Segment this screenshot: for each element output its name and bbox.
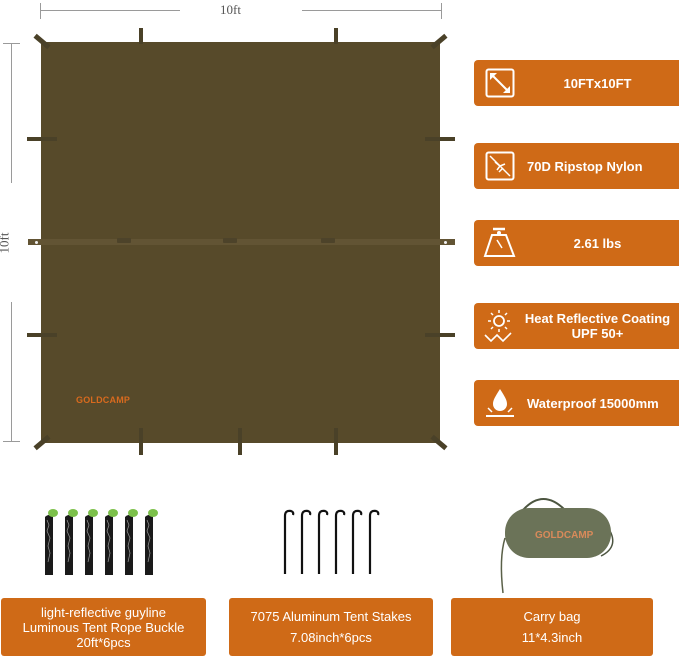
grommet	[444, 241, 447, 244]
bag-logo: GOLDCAMP	[535, 530, 594, 541]
accessory-line2: 11*4.3inch	[521, 630, 583, 645]
height-tick-top	[3, 43, 20, 44]
resize-diagonal-icon	[483, 66, 517, 100]
accessory-line3: 20ft*6pcs	[76, 634, 131, 650]
width-label: 10ft	[220, 2, 241, 17]
tie-out-tab	[238, 428, 242, 455]
tie-out-tab	[139, 428, 143, 455]
accessory-line2: Luminous Tent Rope Buckle	[22, 619, 185, 635]
water-drop-icon	[483, 386, 517, 420]
accessory-line1: light-reflective guyline	[40, 604, 166, 620]
feature-label: 10FTx10FT	[563, 75, 632, 91]
tie-out-tab	[139, 28, 143, 44]
tie-out-tab	[334, 28, 338, 44]
weight-scale-icon	[483, 226, 517, 260]
feature-label-line2: UPF 50+	[571, 326, 624, 341]
feature-coating: Heat Reflective Coating UPF 50+	[474, 303, 679, 349]
tent-stakes-image	[280, 508, 380, 578]
height-label: 10ft	[0, 232, 12, 254]
tie-out-tab	[334, 428, 338, 455]
height-dimension-line-bottom	[11, 302, 12, 442]
width-dimension-line-left	[40, 10, 180, 11]
accessory-label-guyline: light-reflective guyline Luminous Tent R…	[1, 598, 206, 656]
height-tick-bottom	[3, 441, 20, 442]
grommet	[35, 241, 38, 244]
carry-bag-image: GOLDCAMP	[495, 490, 625, 595]
accessory-label-stakes: 7075 Aluminum Tent Stakes 7.08inch*6pcs	[229, 598, 433, 656]
feature-material: 70D Ripstop Nylon	[474, 143, 679, 189]
tie-out-tab	[425, 333, 455, 337]
tie-out-tab	[27, 333, 57, 337]
ripstop-fabric-icon	[483, 149, 517, 183]
feature-waterproof: Waterproof 15000mm	[474, 380, 679, 426]
center-seam	[28, 239, 455, 245]
feature-label: Waterproof 15000mm	[527, 395, 659, 411]
feature-label: 70D Ripstop Nylon	[527, 158, 643, 174]
feature-size: 10FTx10FT	[474, 60, 679, 106]
guyline-ropes-image	[40, 505, 170, 585]
accessory-line1: Carry bag	[523, 609, 581, 624]
tie-out-tab	[27, 137, 57, 141]
width-dimension-line-right	[302, 10, 442, 11]
seam-buckle	[117, 238, 131, 243]
accessory-line2: 7.08inch*6pcs	[290, 630, 372, 645]
accessory-line1: 7075 Aluminum Tent Stakes	[250, 609, 412, 624]
accessory-label-carry-bag: Carry bag 11*4.3inch	[451, 598, 653, 656]
seam-buckle	[321, 238, 335, 243]
feature-label: Heat Reflective Coating UPF 50+	[517, 311, 679, 341]
width-tick-right	[441, 3, 442, 19]
width-tick-left	[40, 3, 41, 19]
feature-label-line1: Heat Reflective Coating	[524, 311, 671, 326]
tie-out-tab	[425, 137, 455, 141]
sun-reflect-icon	[483, 309, 517, 343]
feature-label: 2.61 lbs	[573, 235, 622, 251]
brand-logo: GOLDCAMP	[76, 395, 131, 405]
seam-buckle	[223, 238, 237, 243]
height-dimension-line-top	[11, 43, 12, 183]
feature-weight: 2.61 lbs	[474, 220, 679, 266]
